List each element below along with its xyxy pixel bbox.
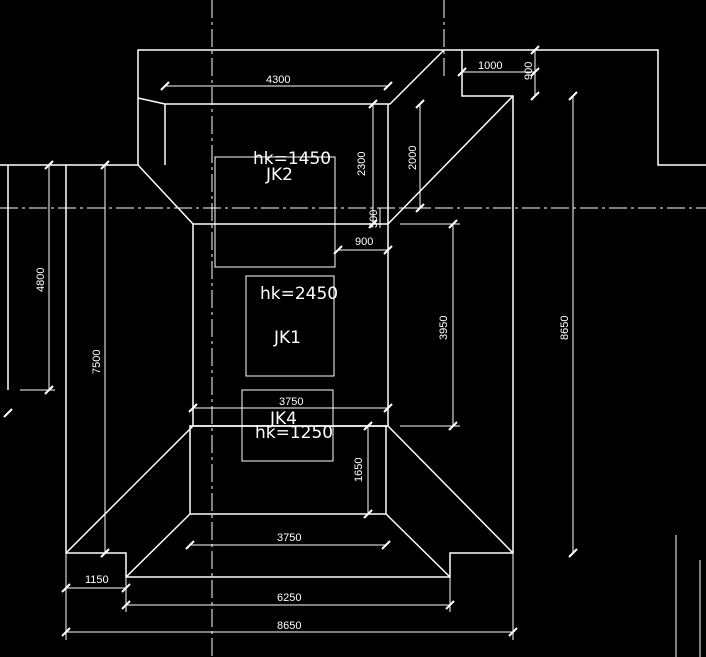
dim-small-h: 900 [355,236,373,248]
top-slope [137,49,445,105]
jk4-outline [241,389,334,462]
dim-left-7500: 7500 [91,350,103,374]
dim-bot-3750: 3750 [277,532,301,544]
pit-geometry [65,49,514,578]
jk2-name: JK2 [265,165,293,185]
jk4-name: JK4 [269,409,297,429]
jk1-outline [245,275,335,377]
dim-right-8650: 8650 [559,316,571,340]
dim-small-v: 500 [368,210,380,228]
dim-left-4800: 4800 [35,268,47,292]
dimension-lines [3,45,578,640]
dim-mid-3750: 3750 [279,396,303,408]
bottom-left-diag [125,513,191,578]
jk1-depth: hk=2450 [260,284,338,304]
outer-outline [0,49,706,166]
left-diag [137,164,194,225]
jk2-outline [214,156,336,268]
dim-bot-1650: 1650 [353,458,365,482]
bottom-right-diag [385,513,451,578]
dim-top-width: 4300 [266,74,290,86]
outer-lower [65,50,514,578]
lower-left-diag [65,425,194,554]
dim-right-slope-h: 2000 [407,146,419,170]
dim-left-slope-h: 2300 [356,152,368,176]
jk4-depth: hk=1250 [255,423,333,443]
jk4-body [189,425,387,515]
dim-bot-6250: 6250 [277,592,301,604]
right-diag [387,95,514,225]
lower-right-diag [387,425,514,554]
dim-right-ear: 1000 [478,60,502,72]
dim-mid-3950: 3950 [438,316,450,340]
jk2-depth: hk=1450 [253,149,331,169]
dim-bot-1150: 1150 [85,574,109,586]
dim-right-ear-h: 900 [523,62,535,80]
dim-bot-8650: 8650 [277,620,301,632]
jk1-name: JK1 [273,328,301,348]
